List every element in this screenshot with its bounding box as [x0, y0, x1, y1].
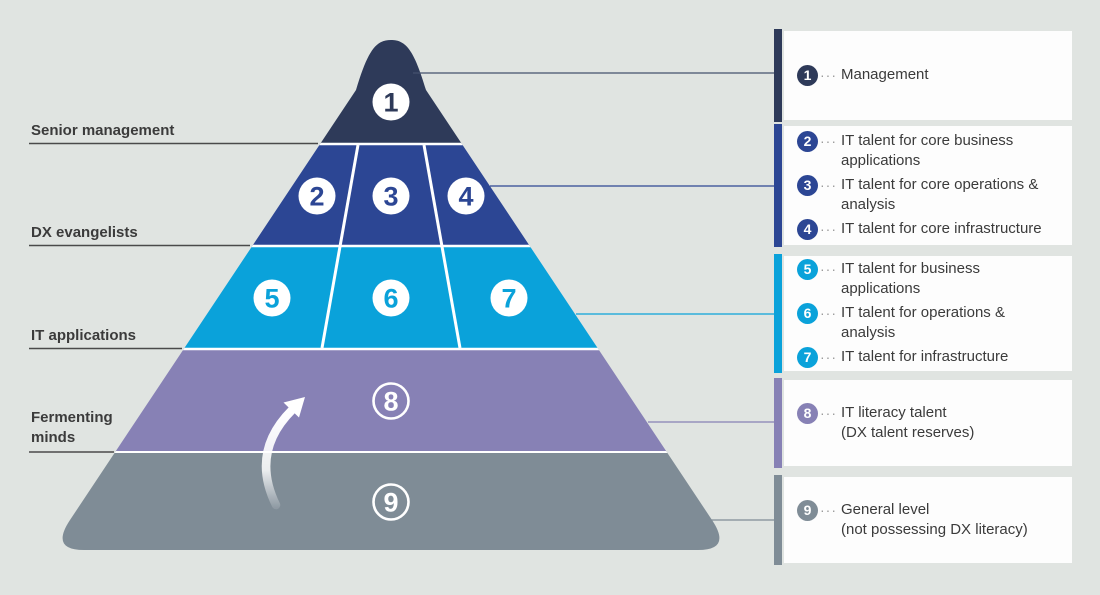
legend-line: applications — [841, 152, 921, 169]
legend-badge-4: 4 — [797, 219, 818, 240]
legend-dots: ··· — [820, 502, 837, 518]
legend-line: IT talent for infrastructure — [841, 348, 1009, 365]
legend-badge-6: 6 — [797, 303, 818, 324]
pyramid-badge-9 — [372, 483, 410, 521]
legend-badge-9: 9 — [797, 500, 818, 521]
legend-text-9: General level (not possessing DX literac… — [841, 500, 1028, 540]
legend-bar-1 — [774, 29, 782, 122]
side-label-dx-evangelists: DX evangelists — [31, 224, 138, 241]
legend-text-8: IT literacy talent (DX talent reserves) — [841, 403, 974, 443]
side-label-it-applications: IT applications — [31, 327, 137, 344]
legend-box-it-literacy: 8 ··· IT literacy talent (DX talent rese… — [784, 380, 1072, 466]
legend-text-1: Management — [841, 65, 929, 85]
legend-text-2: IT talent for core business applications — [841, 131, 1013, 171]
legend-bar-2 — [774, 124, 782, 247]
pyramid-badge-8 — [372, 382, 410, 420]
legend-line: IT talent for operations & — [841, 304, 1005, 321]
pyramid-badge-1-number: 1 — [383, 88, 398, 118]
legend-box-it-talent: 5 ··· IT talent for business application… — [784, 256, 1072, 371]
legend-bar-4 — [774, 378, 782, 468]
legend-dots: ··· — [820, 133, 837, 149]
legend-text-7: IT talent for infrastructure — [841, 347, 1008, 367]
legend-dots: ··· — [820, 221, 837, 237]
legend-dots: ··· — [820, 405, 837, 421]
legend-line: IT literacy talent — [841, 404, 947, 421]
pyramid-badge-3-number: 3 — [383, 182, 398, 212]
legend-dots: ··· — [820, 67, 837, 83]
legend-line: applications — [841, 280, 921, 297]
legend-line: IT talent for core operations & — [841, 176, 1039, 193]
upgrade-arrow-shaft — [261, 405, 297, 510]
legend-badge-3: 3 — [797, 175, 818, 196]
legend-badge-1: 1 — [797, 65, 818, 86]
legend-item-8: 8 ··· IT literacy talent (DX talent rese… — [797, 403, 1066, 443]
legend-badge-2: 2 — [797, 131, 818, 152]
legend-dots: ··· — [820, 349, 837, 365]
level-9-band — [62, 452, 720, 550]
legend-box-core-it-talent: 2 ··· IT talent for core business applic… — [784, 126, 1072, 245]
pyramid-badge-2 — [298, 177, 336, 215]
legend-item-5: 5 ··· IT talent for business application… — [797, 259, 1066, 299]
upgrade-arrow-head — [283, 397, 305, 418]
legend-box-general-level: 9 ··· General level (not possessing DX l… — [784, 477, 1072, 563]
legend-item-4: 4 ··· IT talent for core infrastructure — [797, 219, 1066, 240]
pyramid-badge-5-number: 5 — [264, 284, 279, 314]
pyramid-badge-2-number: 2 — [309, 182, 324, 212]
pyramid-badge-5 — [253, 279, 291, 317]
side-label-senior-management: Senior management — [31, 122, 175, 139]
pyramid-badge-6 — [372, 279, 410, 317]
legend-line: IT talent for business — [841, 260, 980, 277]
legend-item-3: 3 ··· IT talent for core operations & an… — [797, 175, 1066, 215]
legend-line: IT talent for core business — [841, 132, 1014, 149]
legend-line: (DX talent reserves) — [841, 424, 975, 441]
legend-line: Management — [841, 66, 929, 83]
legend-line: analysis — [841, 196, 896, 213]
pyramid-badge-9-number: 9 — [383, 488, 398, 518]
separator-left — [320, 144, 360, 349]
pyramid-badge-4-number: 4 — [458, 182, 473, 212]
legend-line: IT talent for core infrastructure — [841, 220, 1042, 237]
legend-dots: ··· — [820, 177, 837, 193]
legend-badge-5: 5 — [797, 259, 818, 280]
pyramid-badge-6-number: 6 — [383, 284, 398, 314]
legend-item-9: 9 ··· General level (not possessing DX l… — [797, 500, 1066, 540]
separator-right — [422, 144, 462, 349]
pyramid-badge-4 — [447, 177, 485, 215]
pyramid-badge-3 — [372, 177, 410, 215]
legend-text-5: IT talent for business applications — [841, 259, 980, 299]
legend-bar-3 — [774, 254, 782, 373]
pyramid-badge-8-number: 8 — [383, 387, 398, 417]
legend-item-1: 1 ··· Management — [797, 65, 1066, 86]
legend-item-7: 7 ··· IT talent for infrastructure — [797, 347, 1066, 368]
legend-line: General level — [841, 501, 930, 518]
legend-badge-7: 7 — [797, 347, 818, 368]
legend-dots: ··· — [820, 261, 837, 277]
legend-text-3: IT talent for core operations & analysis — [841, 175, 1038, 215]
legend-item-6: 6 ··· IT talent for operations & analysi… — [797, 303, 1066, 343]
legend-box-management: 1 ··· Management — [784, 31, 1072, 120]
legend-badge-8: 8 — [797, 403, 818, 424]
legend-bar-5 — [774, 475, 782, 565]
pyramid-badge-7 — [490, 279, 528, 317]
pyramid-badge-1 — [372, 83, 410, 121]
legend-line: (not possessing DX literacy) — [841, 521, 1028, 538]
legend-item-2: 2 ··· IT talent for core business applic… — [797, 131, 1066, 171]
legend-text-4: IT talent for core infrastructure — [841, 219, 1042, 239]
legend-line: analysis — [841, 324, 896, 341]
pyramid-badge-7-number: 7 — [501, 284, 516, 314]
side-label-fermenting-minds: Fermenting minds — [31, 409, 113, 446]
legend-dots: ··· — [820, 305, 837, 321]
legend-text-6: IT talent for operations & analysis — [841, 303, 1005, 343]
